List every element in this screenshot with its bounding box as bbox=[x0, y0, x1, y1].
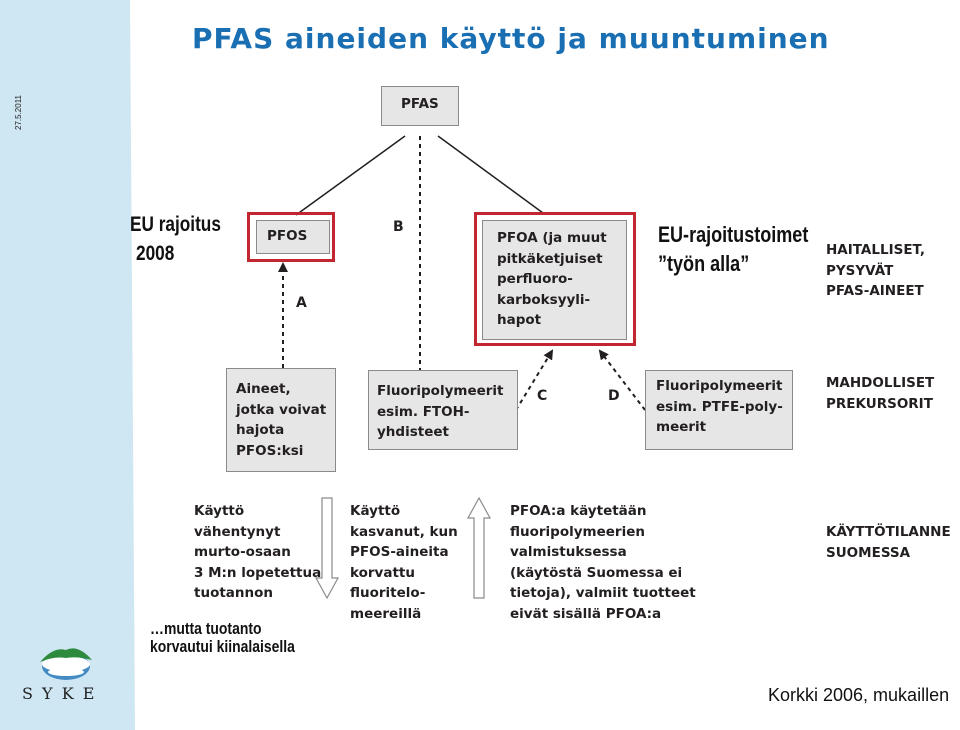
pfos-box bbox=[256, 220, 330, 254]
arrow-c bbox=[515, 349, 554, 411]
sidebar-band bbox=[0, 0, 135, 730]
ftoh-label: Fluoripolymeerit esim. FTOH- yhdisteet bbox=[377, 383, 504, 440]
syke-logo-icon bbox=[40, 648, 92, 680]
pfas-label: PFAS bbox=[401, 96, 439, 112]
label-d: D bbox=[608, 388, 620, 404]
label-c: C bbox=[537, 388, 548, 404]
connector-pfas-pfos bbox=[295, 135, 406, 216]
trend-down-arrow bbox=[314, 497, 340, 600]
ftoh-box bbox=[368, 370, 518, 450]
label-b: B bbox=[393, 219, 404, 235]
eu-toimet-line2: ”työn alla” bbox=[658, 251, 750, 276]
eu-rajoitus-line2: 2008 bbox=[136, 242, 175, 265]
kayttotilanne-label: KÄYTTÖTILANNE SUOMESSA bbox=[826, 524, 951, 561]
kaytto-pfoa-text: PFOA:a käytetään fluoripolymeerien valmi… bbox=[510, 503, 696, 622]
kaytto-ftoh-text: Käyttö kasvanut, kun PFOS-aineita korvat… bbox=[350, 503, 458, 622]
source-credit: Korkki 2006, mukaillen bbox=[768, 685, 950, 705]
trend-up-arrow bbox=[466, 496, 492, 599]
pfoa-box bbox=[482, 220, 627, 340]
syke-logo-text: S Y K E bbox=[22, 684, 97, 703]
mutta-line2: korvautui kiinalaisella bbox=[150, 637, 295, 656]
arrow-d bbox=[598, 349, 646, 411]
eu-rajoitus-line1: EU rajoitus bbox=[130, 213, 221, 236]
connector-pfas-pfoa bbox=[437, 135, 544, 214]
eu-toimet-line1: EU-rajoitustoimet bbox=[658, 222, 809, 247]
ptfe-box bbox=[645, 370, 793, 450]
pfos-label: PFOS bbox=[267, 228, 308, 244]
ptfe-label: Fluoripolymeerit esim. PTFE-poly- meerit bbox=[656, 378, 783, 435]
aineet-label: Aineet, jotka voivat hajota PFOS:ksi bbox=[236, 381, 327, 459]
pfoa-red-frame bbox=[474, 212, 636, 346]
pfas-box bbox=[381, 86, 459, 126]
pfos-red-frame bbox=[247, 212, 335, 262]
haitalliset-label: HAITALLISET, PYSYVÄT PFAS-AINEET bbox=[826, 242, 925, 299]
label-a: A bbox=[296, 295, 307, 311]
kaytto-pfos-text: Käyttö vähentynyt murto-osaan 3 M:n lope… bbox=[194, 503, 322, 601]
mutta-line1: …mutta tuotanto bbox=[150, 619, 262, 638]
pfoa-label: PFOA (ja muut pitkäketjuiset perfluoro- … bbox=[497, 230, 607, 328]
aineet-box bbox=[226, 368, 336, 472]
prekursorit-label: MAHDOLLISET PREKURSORIT bbox=[826, 375, 935, 412]
page-title: PFAS aineiden käyttö ja muuntuminen bbox=[192, 22, 830, 55]
